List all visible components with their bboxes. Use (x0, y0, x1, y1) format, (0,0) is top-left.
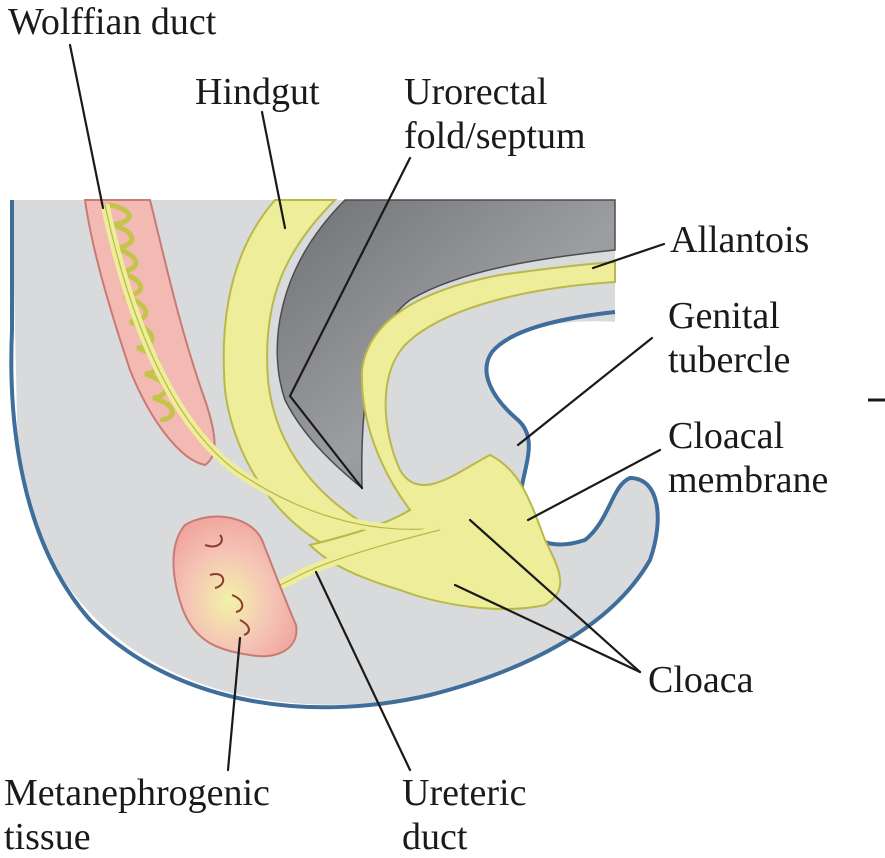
label-cloaca: Cloaca (648, 659, 754, 701)
label-hindgut: Hindgut (195, 71, 320, 113)
label-ureteric-line1: Ureteric (402, 772, 526, 814)
label-cloacal-line1: Cloacal (668, 415, 784, 457)
label-allantois: Allantois (670, 219, 809, 261)
label-cloacal-line2: membrane (668, 459, 828, 501)
label-genital-line2: tubercle (668, 339, 790, 381)
label-genital-line1: Genital (668, 295, 780, 337)
label-wolffian-duct: Wolffian duct (8, 1, 217, 43)
label-urorectal-line2: fold/septum (404, 115, 586, 157)
label-urorectal-line1: Urorectal (404, 71, 547, 113)
label-metanephrogenic-line2: tissue (4, 816, 91, 858)
label-metanephrogenic-line1: Metanephrogenic (4, 772, 270, 814)
label-ureteric-line2: duct (402, 816, 468, 858)
